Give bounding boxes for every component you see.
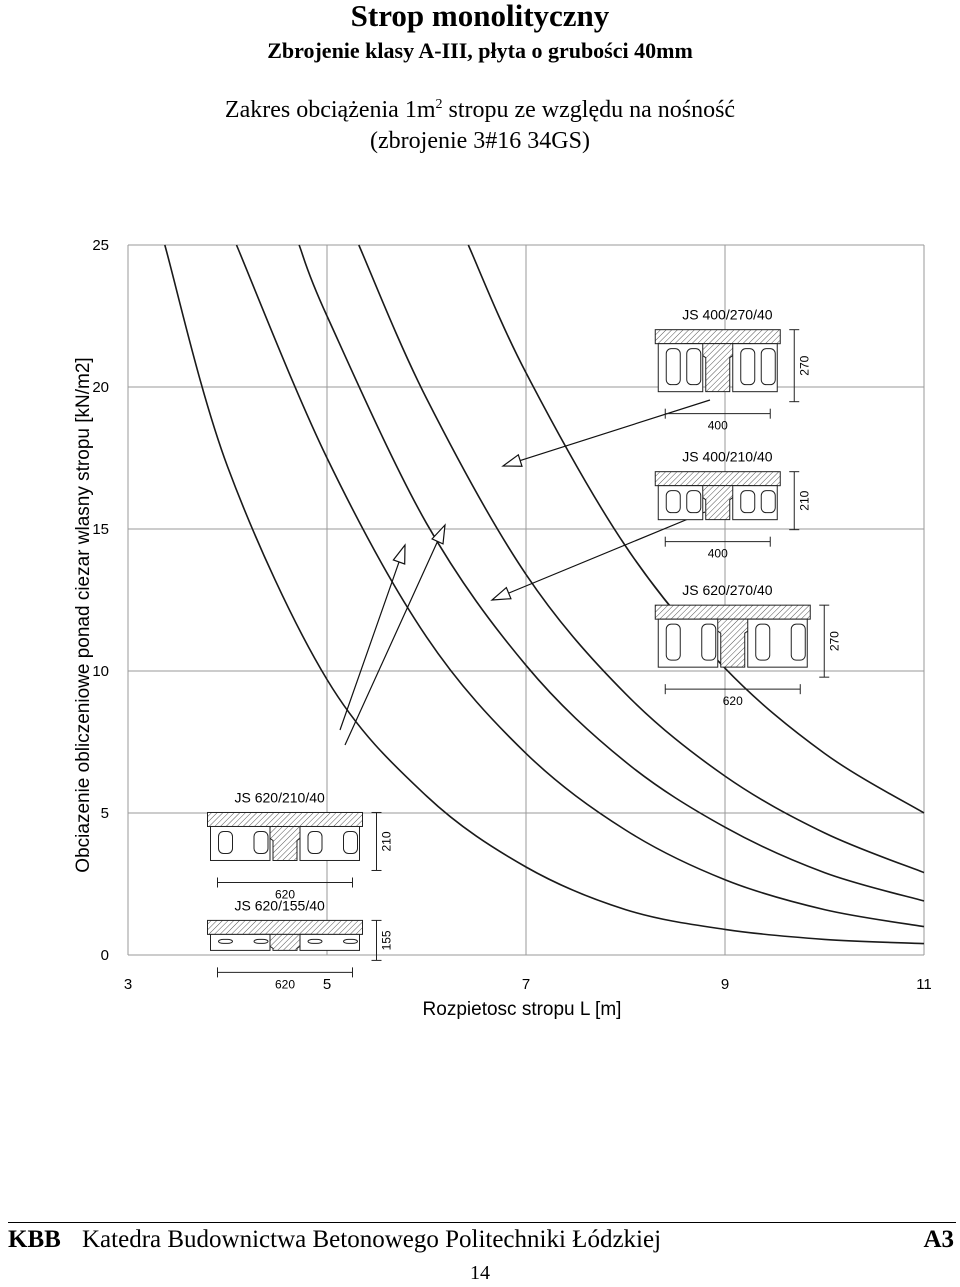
section-block-void — [665, 348, 681, 386]
section-block-void — [253, 938, 269, 944]
leader-arrow-shaft — [508, 511, 706, 594]
series-line-1 — [164, 244, 925, 945]
x-tick-label: 7 — [522, 976, 530, 993]
x-tick-label: 3 — [124, 976, 132, 993]
section-block-void — [760, 490, 776, 514]
leader-arrow-head — [392, 543, 406, 565]
x-tick-label: 11 — [916, 976, 932, 993]
section-width-label: 400 — [708, 419, 728, 433]
x-axis-label: Rozpietosc stropu L [m] — [423, 999, 622, 1020]
leader-arrow-shaft — [339, 561, 400, 731]
page-title: Strop monolityczny — [350, 0, 610, 33]
section-block-void — [218, 938, 233, 944]
section-label: JS 400/270/40 — [682, 307, 773, 323]
section-height-label: 210 — [797, 490, 811, 510]
section-block-void — [343, 830, 358, 854]
section-block-void — [740, 348, 756, 386]
chart-title-text-b: stropu ze względu na nośność — [442, 97, 736, 123]
leader-arrow-head — [490, 586, 512, 601]
footer-code: KBB — [8, 1226, 61, 1253]
footer-department: Katedra Budownictwa Betonowego Politechn… — [82, 1226, 662, 1253]
y-tick-label: 15 — [92, 521, 109, 538]
y-tick-label: 25 — [92, 237, 109, 254]
section-width-label: 620 — [275, 977, 295, 991]
section-width-label: 620 — [275, 887, 295, 901]
section-top-slab — [654, 471, 781, 487]
series-line-5 — [467, 244, 925, 814]
page-number: 14 — [470, 1262, 490, 1284]
series-line-3 — [298, 244, 925, 902]
page-subtitle: Zbrojenie klasy A-III, płyta o grubości … — [267, 38, 693, 63]
section-height-label: 270 — [797, 355, 811, 375]
leader-arrow-head — [501, 453, 523, 467]
section-block-void — [665, 623, 681, 661]
section-diagram: JS 620/270/40 620 270 — [654, 582, 841, 708]
leader-arrow-shaft — [519, 399, 711, 462]
section-label: JS 620/210/40 — [235, 789, 326, 805]
section-block-void — [686, 348, 702, 386]
section-diagram: JS 620/155/40 620 155 — [207, 897, 394, 991]
section-diagram: JS 400/210/40 400 210 — [654, 449, 811, 561]
section-block-void — [740, 490, 756, 514]
section-width-label: 400 — [708, 547, 728, 561]
section-width-label: 620 — [723, 694, 743, 708]
section-top-slab — [207, 811, 363, 827]
chart-title-text-a: Zakres obciążenia 1m — [224, 97, 436, 123]
leader-arrow — [339, 543, 406, 731]
section-block-void — [701, 623, 717, 661]
section-top-slab — [654, 329, 781, 345]
section-label: JS 400/210/40 — [682, 449, 773, 465]
section-block-void — [307, 830, 323, 854]
leader-arrow — [344, 523, 446, 746]
y-tick-label: 10 — [92, 663, 109, 680]
section-hollow-block — [299, 933, 360, 951]
series-line-4 — [358, 244, 925, 874]
footer-divider — [8, 1222, 956, 1223]
leader-arrow-head — [431, 523, 446, 545]
leader-arrow — [490, 511, 706, 601]
section-block-void — [343, 938, 358, 944]
section-block-void — [760, 348, 776, 386]
chart-title-superscript: 2 — [435, 97, 443, 112]
section-block-void — [686, 490, 702, 514]
section-block-void — [218, 830, 233, 854]
section-block-void — [307, 938, 323, 944]
section-height-label: 270 — [827, 631, 841, 651]
leader-arrow — [501, 399, 711, 467]
y-tick-label: 20 — [92, 379, 109, 396]
series-line-2 — [235, 244, 925, 928]
x-tick-label: 5 — [323, 976, 331, 993]
section-label: JS 620/270/40 — [682, 582, 773, 598]
section-diagram: JS 400/270/40 400 270 — [654, 307, 811, 433]
chart-title-line-2: (zbrojenie 3#16 34GS) — [370, 128, 590, 154]
section-label: JS 620/155/40 — [235, 897, 326, 913]
section-block-void — [253, 830, 269, 854]
footer-sheet-id: A3 — [923, 1226, 954, 1253]
y-axis-label: Obciazenie obliczeniowe ponad ciezar wla… — [73, 357, 94, 872]
section-diagram: JS 620/210/40 620 210 — [207, 789, 394, 901]
leader-arrow-shaft — [344, 541, 439, 746]
y-tick-label: 0 — [101, 947, 109, 964]
section-top-slab — [654, 604, 811, 620]
section-height-label: 210 — [380, 831, 394, 851]
x-tick-label: 9 — [721, 976, 729, 993]
section-block-void — [755, 623, 771, 661]
section-hollow-block — [210, 933, 271, 951]
y-tick-label: 5 — [101, 805, 109, 822]
section-block-void — [665, 490, 681, 514]
section-top-slab — [207, 919, 363, 935]
section-height-label: 155 — [380, 930, 394, 950]
chart-title-line-1: Zakres obciążenia 1m2 stropu ze względu … — [0, 97, 960, 124]
section-block-void — [790, 623, 806, 661]
